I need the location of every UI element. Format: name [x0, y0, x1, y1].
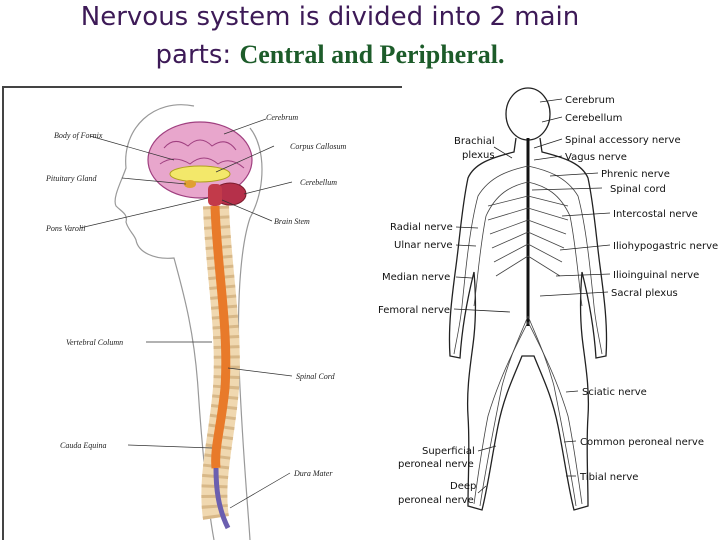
label-cerebellum-r: Cerebellum: [565, 113, 622, 124]
label-body-of-fornix: Body of Fornix: [54, 131, 103, 140]
peripheral-nervous-system-diagram: Cerebrum Cerebellum Brachial plexus Spin…: [370, 86, 720, 540]
label-cauda-equina: Cauda Equina: [60, 441, 106, 450]
label-vagus: Vagus nerve: [565, 152, 627, 163]
label-tibial: Tibial nerve: [579, 472, 638, 483]
label-brachial-2: plexus: [462, 150, 495, 161]
label-cerebrum-r: Cerebrum: [565, 95, 615, 106]
corpus-callosum-shape: [170, 166, 230, 182]
label-sciatic: Sciatic nerve: [582, 387, 647, 398]
label-intercostal: Intercostal nerve: [613, 209, 698, 220]
label-pons-varolii: Pons Varolii: [45, 224, 85, 233]
label-phrenic: Phrenic nerve: [601, 169, 670, 180]
label-spinal-accessory: Spinal accessory nerve: [565, 135, 681, 146]
label-dura-mater: Dura Mater: [293, 469, 333, 478]
label-radial: Radial nerve: [390, 222, 453, 233]
label-iliohypogastric: Iliohypogastric nerve: [613, 241, 718, 252]
label-corpus-callosum: Corpus Callosum: [290, 142, 346, 151]
label-ulnar: Ulnar nerve: [394, 240, 453, 251]
central-nervous-system-diagram: Body of Fornix Cerebrum Corpus Callosum …: [4, 88, 402, 540]
label-superficial-2: peroneal nerve: [398, 459, 474, 470]
label-cerebellum: Cerebellum: [300, 178, 337, 187]
label-deep-1: Deep: [450, 481, 476, 492]
label-cerebrum: Cerebrum: [266, 113, 298, 122]
label-ilioinguinal: Ilioinguinal nerve: [613, 270, 699, 281]
central-nervous-system-panel: Body of Fornix Cerebrum Corpus Callosum …: [2, 86, 402, 540]
brain-stem-shape: [208, 184, 222, 206]
label-median: Median nerve: [382, 272, 450, 283]
label-common-peroneal: Common peroneal nerve: [580, 437, 704, 448]
title-subtitle: Central and Peripheral.: [239, 40, 504, 69]
title-prefix: parts:: [156, 40, 232, 70]
label-brachial-1: Brachial: [454, 136, 495, 147]
label-sacral-plexus: Sacral plexus: [611, 288, 678, 299]
page-title-line-1: Nervous system is divided into 2 main: [0, 2, 660, 32]
label-femoral: Femoral nerve: [378, 305, 450, 316]
label-spinal-cord: Spinal Cord: [296, 372, 336, 381]
page-title-line-2: parts: Central and Peripheral.: [0, 40, 660, 70]
label-brain-stem: Brain Stem: [274, 217, 310, 226]
label-spinal-cord-r: Spinal cord: [610, 184, 666, 195]
label-deep-2: peroneal nerve: [398, 495, 474, 506]
label-pituitary-gland: Pituitary Gland: [45, 174, 97, 183]
label-superficial-1: Superficial: [422, 446, 475, 457]
label-vertebral-column: Vertebral Column: [66, 338, 123, 347]
